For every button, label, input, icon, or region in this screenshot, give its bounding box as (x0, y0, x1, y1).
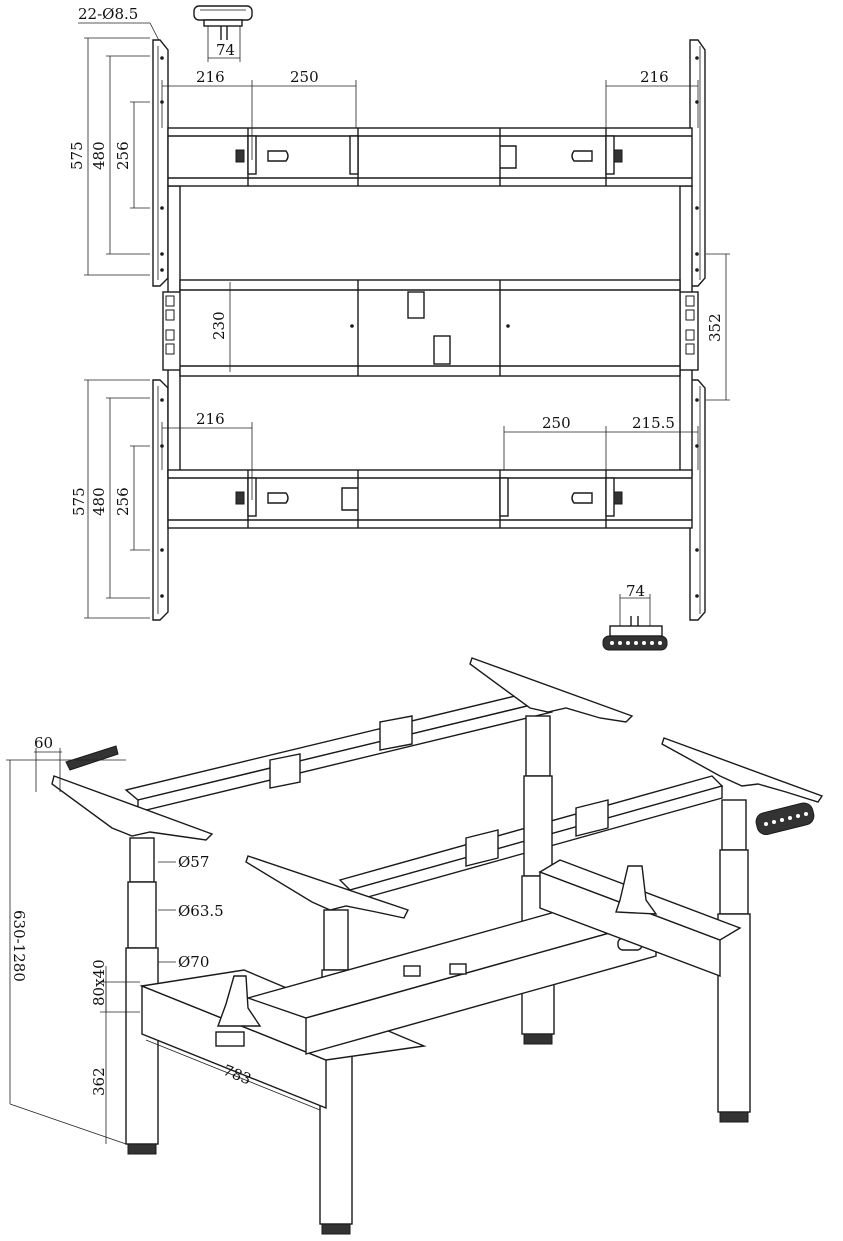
dim-575-bottom: 575 (70, 487, 88, 516)
dim-bracket-bottom: 74 (626, 582, 645, 600)
dim-60: 60 (34, 734, 53, 752)
dim-215-5-bottom: 215.5 (632, 414, 675, 432)
middle-cross-beam (179, 279, 681, 377)
iso-top-clip (65, 745, 119, 771)
iso-leg-front-right (717, 799, 751, 1123)
dim-230: 230 (210, 311, 228, 340)
iso-dimension-lines (6, 748, 321, 1145)
right-top-plate (689, 39, 706, 287)
right-bottom-plate (689, 379, 706, 621)
dim-480-top: 480 (90, 141, 108, 170)
dim-250-bottom: 250 (542, 414, 571, 432)
iso-foot-top-left (51, 775, 214, 841)
iso-leg-back-left (125, 837, 159, 1155)
top-bracket-part (193, 5, 253, 62)
iso-control-box (215, 1031, 245, 1047)
dim-80x40: 80x40 (90, 959, 108, 1006)
right-center-bracket (679, 291, 699, 371)
dim-216-bottom-left: 216 (196, 410, 225, 428)
lower-cross-beam (167, 469, 693, 529)
dim-352: 352 (706, 313, 724, 342)
dim-256-bottom: 256 (114, 487, 132, 516)
bottom-dimension-lines (84, 379, 699, 619)
isometric-view: 60 630-1280 Ø57 Ø63.5 Ø70 80x40 362 783 (6, 657, 824, 1235)
iso-handset (755, 802, 815, 836)
left-bottom-plate (152, 379, 169, 621)
dim-height-range: 630-1280 (10, 910, 28, 982)
dim-250-top: 250 (290, 68, 319, 86)
bottom-bracket-part (602, 594, 668, 651)
iso-back-rail (124, 689, 554, 813)
iso-bracket-left (217, 975, 262, 1027)
dim-d63-5: Ø63.5 (178, 902, 224, 920)
dim-256-top: 256 (114, 141, 132, 170)
dim-hole-spec: 22-Ø8.5 (78, 5, 138, 23)
dim-bracket-top: 74 (216, 41, 235, 59)
left-top-plate (152, 39, 169, 287)
upper-cross-beam (167, 127, 693, 187)
iso-foot-top-back-right (469, 657, 634, 723)
iso-lower-beam-center (245, 899, 659, 1055)
iso-bracket-right (615, 865, 658, 915)
iso-foot-top-center (245, 855, 409, 919)
dim-216-top-left: 216 (196, 68, 225, 86)
dim-480-bottom: 480 (90, 487, 108, 516)
top-view: 74 22-Ø8.5 (68, 5, 730, 651)
dim-d57: Ø57 (178, 853, 209, 871)
dim-575-top: 575 (68, 141, 86, 170)
top-dimension-lines (84, 37, 730, 401)
iso-foot-top-front-right (661, 737, 824, 803)
dim-d70: Ø70 (178, 953, 209, 971)
dim-362: 362 (90, 1067, 108, 1096)
dim-216-top-right: 216 (640, 68, 669, 86)
plate-holes (160, 56, 699, 598)
